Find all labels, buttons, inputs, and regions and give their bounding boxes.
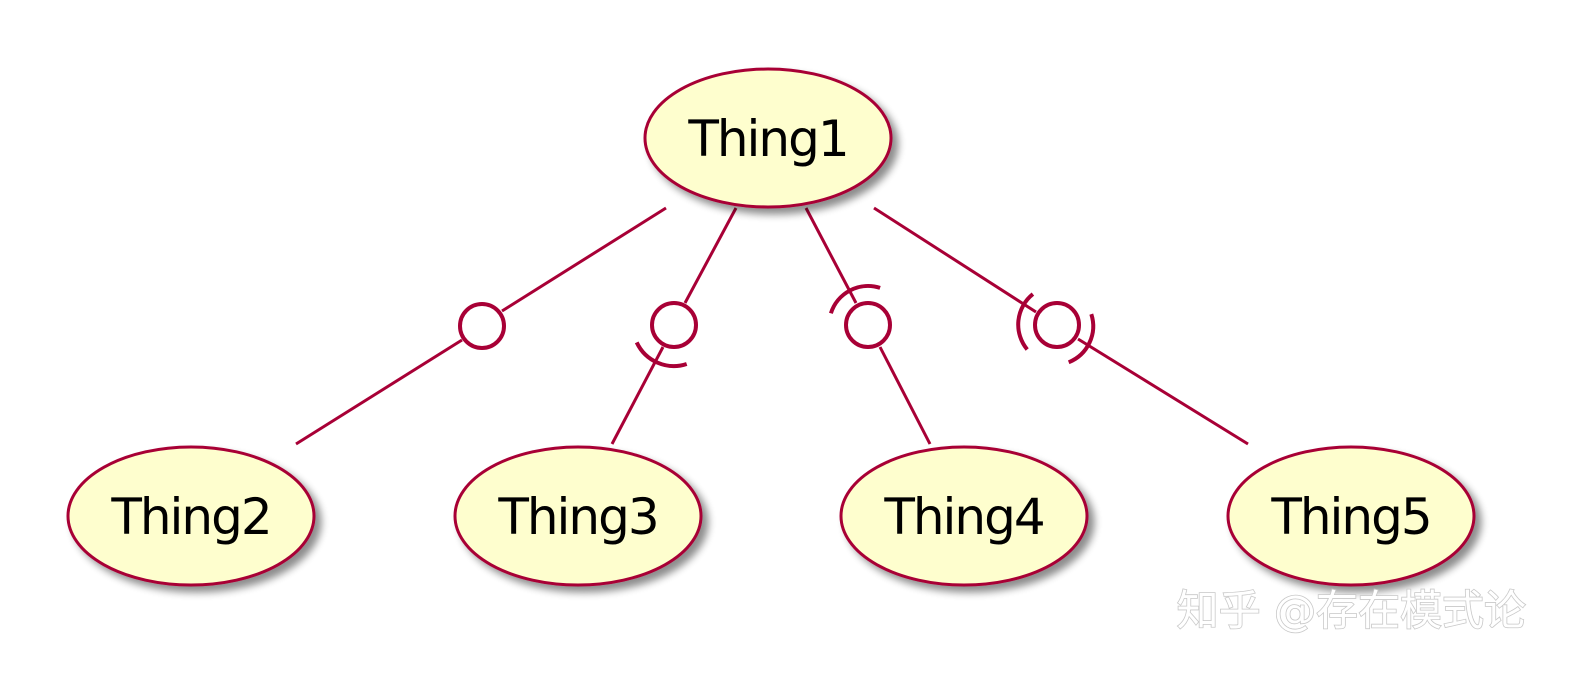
node-thing4-shape bbox=[839, 445, 1089, 587]
node-thing2-label: Thing2 bbox=[110, 488, 270, 546]
node-thing5-label: Thing5 bbox=[1270, 488, 1430, 546]
node-thing3-label: Thing3 bbox=[497, 488, 657, 546]
interface-lollipop-icon bbox=[1033, 301, 1081, 349]
node-thing2-shape bbox=[66, 445, 316, 587]
interface-socket-icon bbox=[1067, 313, 1096, 365]
node-thing1-shape bbox=[643, 67, 893, 209]
interface-lollipop-icon bbox=[844, 301, 892, 349]
edges bbox=[295, 206, 1249, 446]
node-thing3-shape bbox=[453, 445, 703, 587]
node-thing3: Thing3 bbox=[453, 445, 703, 587]
interface-lollipop-icon bbox=[458, 302, 506, 350]
interface-lollipop-icon bbox=[650, 301, 698, 349]
edge-thing1-lollipop-1 bbox=[501, 206, 667, 313]
edge-lollipop-3-thing4 bbox=[878, 346, 932, 445]
interface-socket-icon bbox=[1016, 292, 1035, 351]
node-thing5-shape bbox=[1226, 445, 1476, 587]
node-thing2: Thing2 bbox=[66, 445, 316, 587]
edge-thing1-lollipop-4 bbox=[873, 206, 1037, 314]
edge-lollipop-4-thing5 bbox=[1077, 337, 1249, 446]
interface-socket-icon bbox=[634, 341, 688, 369]
interface-socket-icon bbox=[828, 284, 881, 314]
watermark-text: 知乎 @存在模式论 bbox=[1177, 586, 1526, 635]
node-thing4-label: Thing4 bbox=[883, 488, 1043, 546]
edge-thing1-lollipop-2 bbox=[683, 207, 738, 304]
node-thing1-label: Thing1 bbox=[687, 110, 847, 168]
node-thing1: Thing1 bbox=[643, 67, 893, 209]
edge-thing1-lollipop-3 bbox=[804, 207, 858, 304]
edge-lollipop-1-thing2 bbox=[295, 338, 463, 446]
node-thing5: Thing5 bbox=[1226, 445, 1476, 587]
interface-symbols bbox=[458, 284, 1096, 369]
node-thing4: Thing4 bbox=[839, 445, 1089, 587]
